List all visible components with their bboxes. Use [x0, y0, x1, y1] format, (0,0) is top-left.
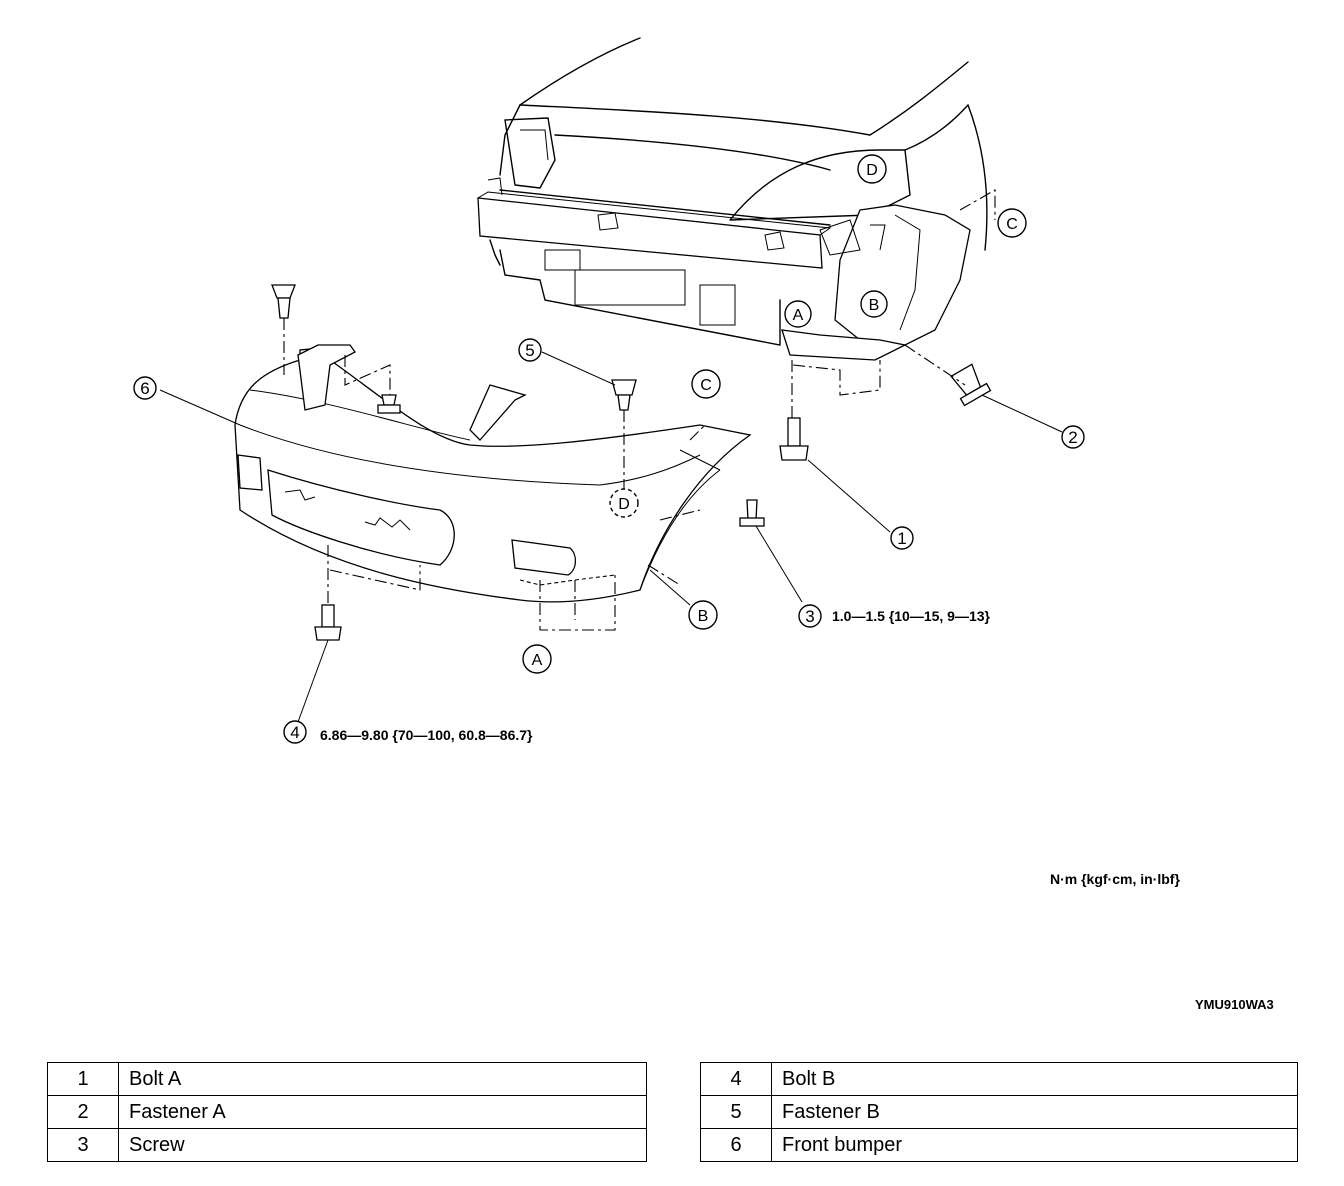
- svg-text:2: 2: [1068, 428, 1077, 447]
- torque-units: N·m {kgf·cm, in·lbf}: [1050, 871, 1180, 887]
- fastener-a-icon: [950, 363, 992, 407]
- callout-letter-b-bumper: B: [688, 600, 718, 630]
- legend-row: 3 Screw: [47, 1128, 647, 1162]
- bolt-b-icon: [314, 604, 342, 641]
- callout-6: 6: [133, 376, 157, 400]
- legend-part-name: Fastener B: [771, 1095, 1298, 1129]
- bumper-exploded-diagram: 6 5 1 2 3 4 D C B A C D: [133, 37, 1274, 1012]
- svg-text:4: 4: [290, 723, 299, 742]
- callout-5: 5: [518, 338, 542, 362]
- svg-text:B: B: [698, 608, 709, 625]
- svg-text:D: D: [866, 162, 878, 179]
- legend-number: 2: [47, 1095, 119, 1129]
- bolt-a-icon: [779, 417, 809, 461]
- svg-text:C: C: [700, 377, 712, 394]
- legend-row: 4 Bolt B: [700, 1062, 1298, 1096]
- svg-text:D: D: [618, 496, 630, 513]
- legend-number: 3: [47, 1128, 119, 1162]
- svg-text:6: 6: [140, 379, 149, 398]
- legend-row: 5 Fastener B: [700, 1095, 1298, 1129]
- svg-text:A: A: [532, 652, 543, 669]
- legend-number: 4: [700, 1062, 772, 1096]
- callout-letter-d-bumper: D: [609, 488, 639, 518]
- callout-3: 3: [798, 604, 822, 628]
- parts-legend-left: 1 Bolt A 2 Fastener A 3 Screw: [47, 1062, 647, 1162]
- callout-2: 2: [1061, 425, 1085, 449]
- callout-letter-c-body: C: [997, 208, 1027, 238]
- legend-row: 6 Front bumper: [700, 1128, 1298, 1162]
- callout-letter-a-bumper: A: [522, 644, 552, 674]
- torque-screw: 1.0—1.5 {10—15, 9—13}: [832, 608, 991, 624]
- callout-letter-b-body: B: [860, 290, 888, 318]
- legend-row: 2 Fastener A: [47, 1095, 647, 1129]
- legend-part-name: Fastener A: [118, 1095, 647, 1129]
- legend-part-name: Front bumper: [771, 1128, 1298, 1162]
- legend-part-name: Bolt A: [118, 1062, 647, 1096]
- callout-letter-d-body: D: [857, 154, 887, 184]
- legend-number: 1: [47, 1062, 119, 1096]
- legend-part-name: Screw: [118, 1128, 647, 1162]
- fastener-b-icon: [611, 379, 637, 411]
- svg-text:A: A: [793, 307, 804, 324]
- callout-4: 4: [283, 720, 307, 744]
- callout-letter-a-body: A: [784, 300, 812, 328]
- svg-text:C: C: [1006, 216, 1018, 233]
- torque-bolt-b: 6.86—9.80 {70—100, 60.8—86.7}: [320, 727, 533, 743]
- front-bumper-part: [234, 344, 752, 603]
- svg-text:B: B: [869, 297, 880, 314]
- legend-number: 6: [700, 1128, 772, 1162]
- legend-row: 1 Bolt A: [47, 1062, 647, 1096]
- callout-1: 1: [890, 526, 914, 550]
- svg-text:5: 5: [525, 341, 534, 360]
- screw-icon: [739, 499, 765, 527]
- leader-lines: [159, 351, 1063, 723]
- vehicle-front-body: [477, 37, 988, 361]
- legend-number: 5: [700, 1095, 772, 1129]
- legend-part-name: Bolt B: [771, 1062, 1298, 1096]
- parts-legend-right: 4 Bolt B 5 Fastener B 6 Front bumper: [700, 1062, 1298, 1162]
- clip-icon: [271, 284, 401, 414]
- callout-letter-c-bumper: C: [691, 369, 721, 399]
- svg-text:3: 3: [805, 607, 814, 626]
- figure-code: YMU910WA3: [1195, 997, 1274, 1012]
- assembly-lines: [283, 189, 996, 631]
- svg-text:1: 1: [897, 529, 906, 548]
